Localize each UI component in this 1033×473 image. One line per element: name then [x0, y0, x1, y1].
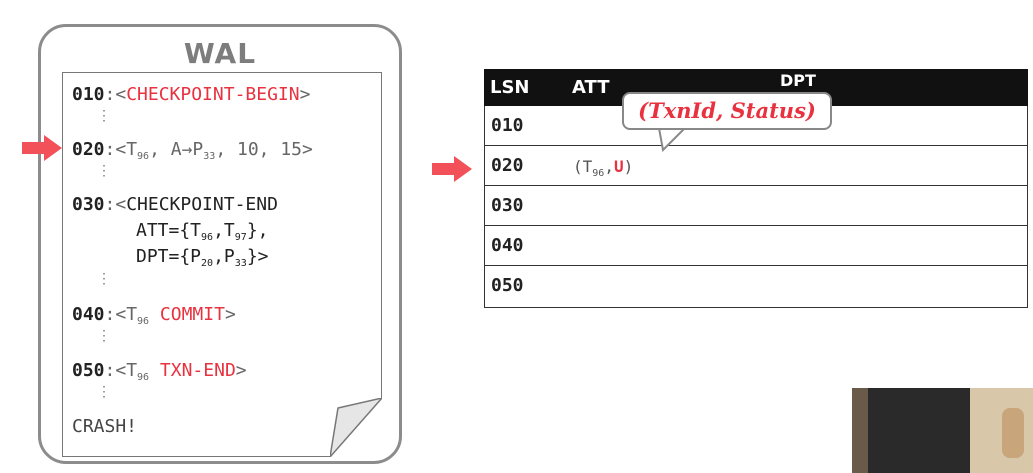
wal-entry-030-dpt: DPT={P20,P33}>: [136, 246, 269, 269]
ellipsis-dots: ⋮: [97, 384, 111, 400]
current-arrow-icon: [432, 156, 472, 182]
table-row: 050: [484, 266, 1028, 308]
wal-entry-030-att: ATT={T96,T97},: [136, 220, 269, 243]
wal-entry-040: 040:<T96 COMMIT>: [72, 304, 236, 327]
header-lsn: LSN: [490, 77, 530, 98]
crash-label: CRASH!: [72, 416, 138, 437]
table-row: 030: [484, 186, 1028, 226]
wal-entry-010: 010:<CHECKPOINT-BEGIN>: [72, 84, 311, 105]
wal-title: WAL: [183, 37, 257, 70]
table-row: 040: [484, 226, 1028, 266]
presenter-video: [852, 388, 1033, 473]
page-fold-icon: [330, 398, 382, 457]
att-entry: (T96,U): [573, 157, 634, 179]
current-arrow-icon: [22, 135, 62, 161]
wal-entry-020: 020:<T96, A→P33, 10, 15>: [72, 139, 313, 162]
header-att: ATT: [572, 77, 610, 98]
table-header: LSN ATT DPT: [484, 69, 1028, 106]
callout-bubble: (TxnId, Status): [622, 92, 832, 130]
ellipsis-dots: ⋮: [97, 163, 111, 179]
ellipsis-dots: ⋮: [97, 108, 111, 124]
table-row: 020 (T96,U): [484, 146, 1028, 186]
wal-entry-050: 050:<T96 TXN-END>: [72, 360, 247, 383]
header-dpt: DPT: [780, 71, 816, 90]
wal-entry-030: 030:<CHECKPOINT-END: [72, 194, 278, 215]
ellipsis-dots: ⋮: [97, 328, 111, 344]
wal-log-page: [62, 72, 382, 457]
ellipsis-dots: ⋮: [97, 271, 111, 287]
